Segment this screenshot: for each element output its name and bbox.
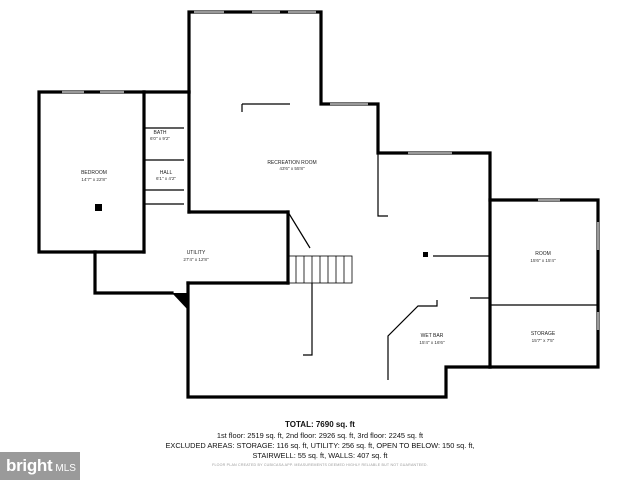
room-name-recreation: RECREATION ROOM <box>267 160 316 166</box>
windows <box>62 10 600 330</box>
room-dims-hall: 6'1" x 4'2" <box>156 176 176 181</box>
excluded-areas-cont: STAIRWELL: 55 sq. ft, WALLS: 407 sq. ft <box>252 451 388 460</box>
room-dims-bath: 6'0" x 9'2" <box>150 136 170 141</box>
total-area: TOTAL: 7690 sq. ft <box>285 420 355 429</box>
room-dims-wet-bar: 15'4" x 16'6" <box>419 340 445 345</box>
room-labels: BEDROOM 14'7" x 22'8" BATH 6'0" x 9'2" H… <box>81 130 556 345</box>
room-dims-bedroom: 14'7" x 22'8" <box>81 177 107 182</box>
column <box>95 204 102 211</box>
room-name-utility: UTILITY <box>187 250 206 256</box>
column <box>423 252 428 257</box>
room-dims-storage: 15'7" x 7'5" <box>532 338 555 343</box>
wall-corner <box>172 293 188 310</box>
room-dims-room: 15'6" x 15'4" <box>530 258 556 263</box>
room-name-room: ROOM <box>535 251 551 257</box>
room-name-storage: STORAGE <box>531 331 556 337</box>
bright-mls-logo: bright MLS <box>0 452 80 480</box>
room-dims-utility: 27'4" x 12'8" <box>183 257 209 262</box>
room-dims-recreation: 43'6" x 55'8" <box>279 166 305 171</box>
room-name-wet-bar: WET BAR <box>421 333 444 339</box>
walls <box>37 10 600 399</box>
stairwell <box>287 255 353 284</box>
logo-sub-text: MLS <box>55 462 76 474</box>
logo-main-text: bright <box>6 456 53 475</box>
interior-walls <box>144 103 598 380</box>
floor-areas: 1st floor: 2519 sq. ft, 2nd floor: 2926 … <box>216 431 424 440</box>
room-name-bedroom: BEDROOM <box>81 170 107 176</box>
excluded-areas: EXCLUDED AREAS: STORAGE: 116 sq. ft, UTI… <box>165 441 475 450</box>
room-name-bath: BATH <box>154 130 167 136</box>
disclaimer: FLOOR PLAN CREATED BY CUBICASA APP. MEAS… <box>212 463 428 467</box>
room-name-hall: HALL <box>160 170 173 176</box>
